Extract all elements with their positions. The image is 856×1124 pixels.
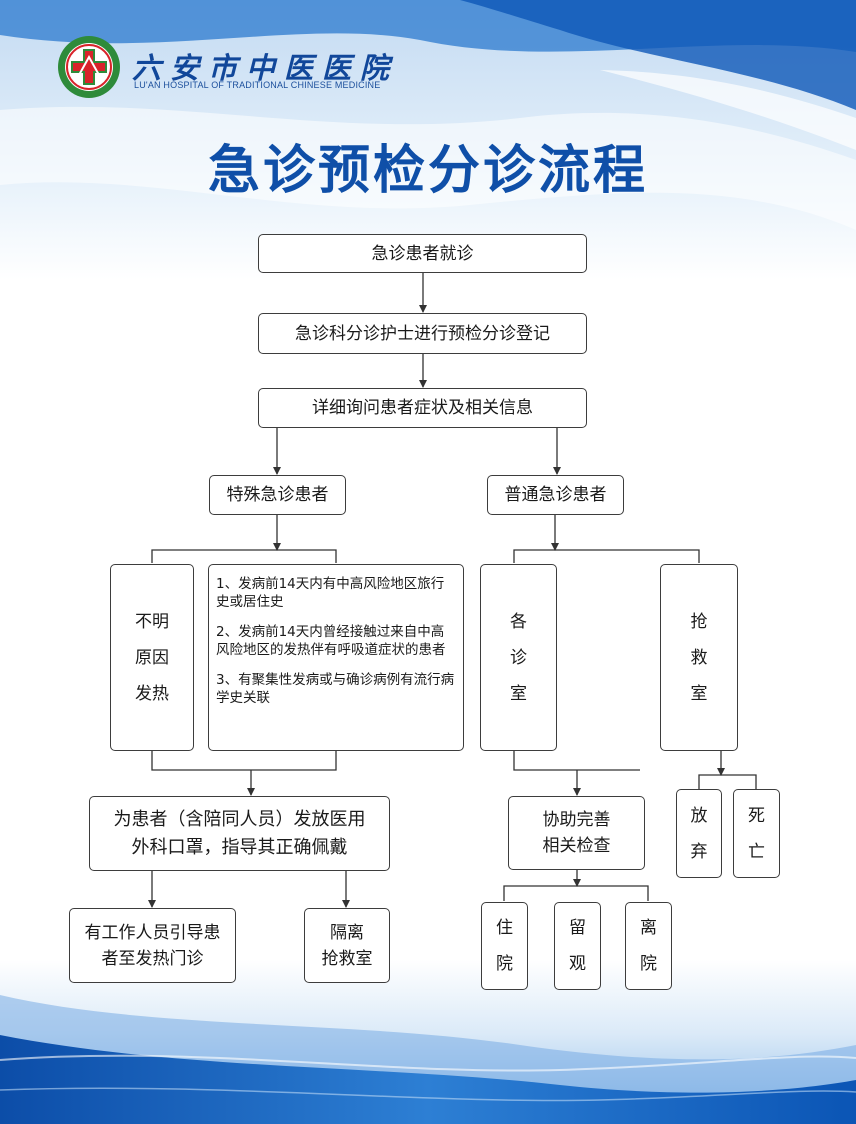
node-give-up: 放 弃	[676, 789, 722, 878]
criteria-item: 2、发病前14天内曾经接触过来自中高风险地区的发热伴有呼吸道症状的患者	[216, 624, 446, 658]
bracket-outcome	[698, 774, 757, 789]
criteria-box: 1、发病前14天内有中高风险地区旅行史或居住史 2、发病前14天内曾经接触过来自…	[208, 564, 464, 751]
node-rescue-room: 抢 救 室	[660, 564, 738, 751]
page-title: 急诊预检分诊流程	[207, 141, 648, 201]
node-isolation-rescue: 隔离 抢救室	[304, 908, 390, 983]
step-patient-visit: 急诊患者就诊	[258, 234, 587, 273]
bracket-special-top	[151, 549, 337, 563]
bracket-special-bottom	[151, 751, 337, 771]
step-triage-registration: 急诊科分诊护士进行预检分诊登记	[258, 313, 587, 354]
node-guide-fever-clinic: 有工作人员引导患者至发热门诊	[69, 908, 236, 983]
criteria-item: 1、发病前14天内有中高风险地区旅行史或居住史	[216, 576, 445, 610]
criteria-item: 3、有聚集性发病或与确诊病例有流行病学史关联	[216, 672, 455, 706]
node-assist-exams: 协助完善 相关检查	[508, 796, 645, 870]
node-issue-mask: 为患者（含陪同人员）发放医用外科口罩，指导其正确佩戴	[89, 796, 390, 871]
bracket-assist	[503, 885, 649, 901]
node-observation: 留 观	[554, 902, 601, 990]
node-special-patient: 特殊急诊患者	[209, 475, 346, 515]
node-clinic-rooms: 各 诊 室	[480, 564, 557, 751]
node-admission: 住 院	[481, 902, 528, 990]
bracket-clinic-bottom	[513, 751, 640, 771]
bracket-normal-top	[513, 549, 700, 563]
node-normal-patient: 普通急诊患者	[487, 475, 624, 515]
hospital-name-cn: 六安市中医医院	[132, 51, 399, 85]
node-unexplained-fever: 不明 原因 发热	[110, 564, 194, 751]
hospital-name-en: LU'AN HOSPITAL OF TRADITIONAL CHINESE ME…	[134, 80, 381, 90]
node-discharge: 离 院	[625, 902, 672, 990]
node-death: 死 亡	[733, 789, 780, 878]
step-symptom-inquiry: 详细询问患者症状及相关信息	[258, 388, 587, 428]
hospital-cross-seal-icon	[58, 36, 120, 98]
